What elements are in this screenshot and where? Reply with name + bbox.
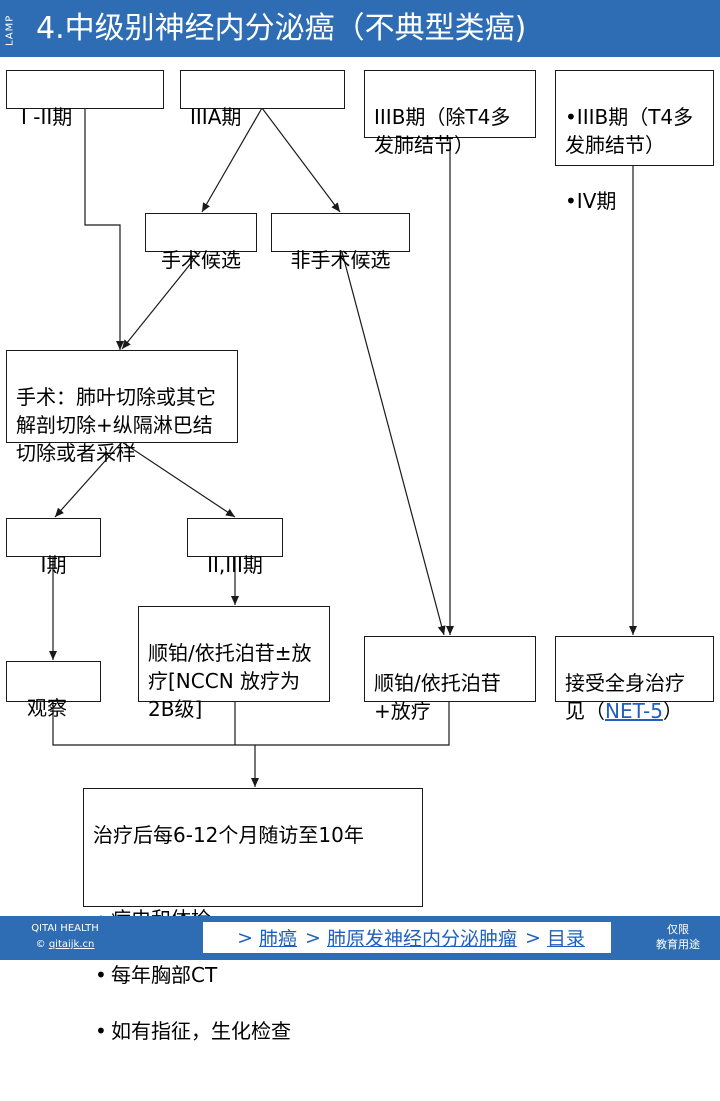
chemo-rt-box: 顺铂/依托泊苷±放疗[NCCN 放疗为2B级]	[138, 606, 330, 721]
followup-item: 每年胸部CT	[93, 961, 413, 989]
footer-brand: QITAI HEALTH	[31, 923, 99, 934]
stage-3a-label: IIIA期	[190, 105, 242, 129]
breadcrumb-separator: >	[305, 926, 321, 949]
stage-3a-box: IIIA期	[180, 70, 345, 129]
observe-label: 观察	[27, 696, 67, 720]
systemic-prefix: 接受全身治疗见（	[565, 671, 685, 723]
stage-1-box: I期	[6, 518, 101, 577]
chemo-rt-label: 顺铂/依托泊苷±放疗[NCCN 放疗为2B级]	[148, 641, 312, 721]
breadcrumb-contents[interactable]: 目录	[546, 928, 585, 950]
breadcrumb-separator: >	[524, 926, 541, 949]
footer-note-line2: 教育用途	[656, 938, 700, 951]
chemo-plus-rt-label: 顺铂/依托泊苷+放疗	[374, 671, 501, 723]
copyright-icon: ©	[35, 939, 46, 950]
observe-box: 观察	[6, 661, 101, 720]
non-surgical-candidate-box: 非手术候选	[271, 213, 410, 272]
connector-surgery-stage23	[121, 441, 236, 518]
page-title: 4.中级别神经内分泌癌（不典型类癌)	[36, 11, 527, 46]
systemic-suffix: ）	[662, 699, 683, 723]
breadcrumb-lung-cancer[interactable]: 肺癌	[259, 928, 298, 950]
systemic-therapy-box: 接受全身治疗见（NET-5）	[555, 636, 714, 723]
surgery-label: 手术：肺叶切除或其它解剖切除+纵隔淋巴结切除或者采样	[16, 385, 216, 465]
chemo-plus-rt-box: 顺铂/依托泊苷+放疗	[364, 636, 536, 723]
header-bar: LAMP 4.中级别神经内分泌癌（不典型类癌)	[0, 0, 720, 57]
stage-1-2-label: I -II期	[21, 105, 73, 129]
stage-3b-other-label: IIIB期（除T4多发肺结节）	[374, 105, 511, 157]
net5-link[interactable]: NET-5	[605, 699, 663, 723]
footer-site-line: © qitaijk.cn	[10, 937, 120, 953]
surgical-candidate-label: 手术候选	[161, 248, 241, 272]
footer-bar: QITAI HEALTH © qitaijk.cn > 肺癌 > 肺原发神经内分…	[0, 916, 720, 960]
breadcrumb-neuroendocrine[interactable]: 肺原发神经内分泌肿瘤	[326, 928, 517, 950]
footer-note-line1: 仅限	[667, 923, 689, 936]
stage-3b-other-box: IIIB期（除T4多发肺结节）	[364, 70, 536, 157]
breadcrumb-separator: >	[237, 926, 254, 949]
stage-1-2-box: I -II期	[6, 70, 164, 129]
followup-item: 如有指征，生化检查	[93, 1017, 413, 1045]
followup-title: 治疗后每6-12个月随访至10年	[93, 823, 364, 847]
surgery-box: 手术：肺叶切除或其它解剖切除+纵隔淋巴结切除或者采样	[6, 350, 238, 465]
footer-note: 仅限 教育用途	[648, 922, 708, 952]
stage-2-3-box: II,III期	[187, 518, 283, 577]
connector-observe-merge	[52, 702, 255, 746]
surgical-candidate-box: 手术候选	[145, 213, 257, 272]
connector-stage12-surgery	[84, 108, 124, 350]
stage-3b-t4-4-box: •IIIB期（T4多发肺结节） •IV期	[555, 70, 714, 213]
flowchart-connectors	[49, 107, 637, 787]
connector-nonsurgical-chemort	[341, 251, 446, 636]
breadcrumb: > 肺癌 > 肺原发神经内分泌肿瘤 > 目录	[202, 921, 612, 954]
non-surgical-candidate-label: 非手术候选	[290, 248, 391, 272]
connector-surgical-surgery	[121, 251, 201, 350]
connector-surgery-stage1	[54, 441, 123, 518]
stage-3b-t4-label: •IIIB期（T4多发肺结节）	[565, 105, 694, 157]
connector-chemoplus-merge	[255, 702, 450, 746]
footer-site-link[interactable]: qitaijk.cn	[48, 939, 95, 950]
connector-3a-surgical	[201, 107, 263, 213]
followup-list: 病史和体检 每年胸部CT 如有指征，生化检查	[93, 877, 413, 1073]
connector-3a-nonsurgical	[261, 107, 341, 213]
stage-1-label: I期	[40, 553, 67, 577]
footer-logo: QITAI HEALTH © qitaijk.cn	[10, 921, 120, 953]
followup-box: 治疗后每6-12个月随访至10年 病史和体检 每年胸部CT 如有指征，生化检查	[83, 788, 423, 1045]
stage-2-3-label: II,III期	[207, 553, 263, 577]
stage-4-label: •IV期	[565, 189, 617, 213]
